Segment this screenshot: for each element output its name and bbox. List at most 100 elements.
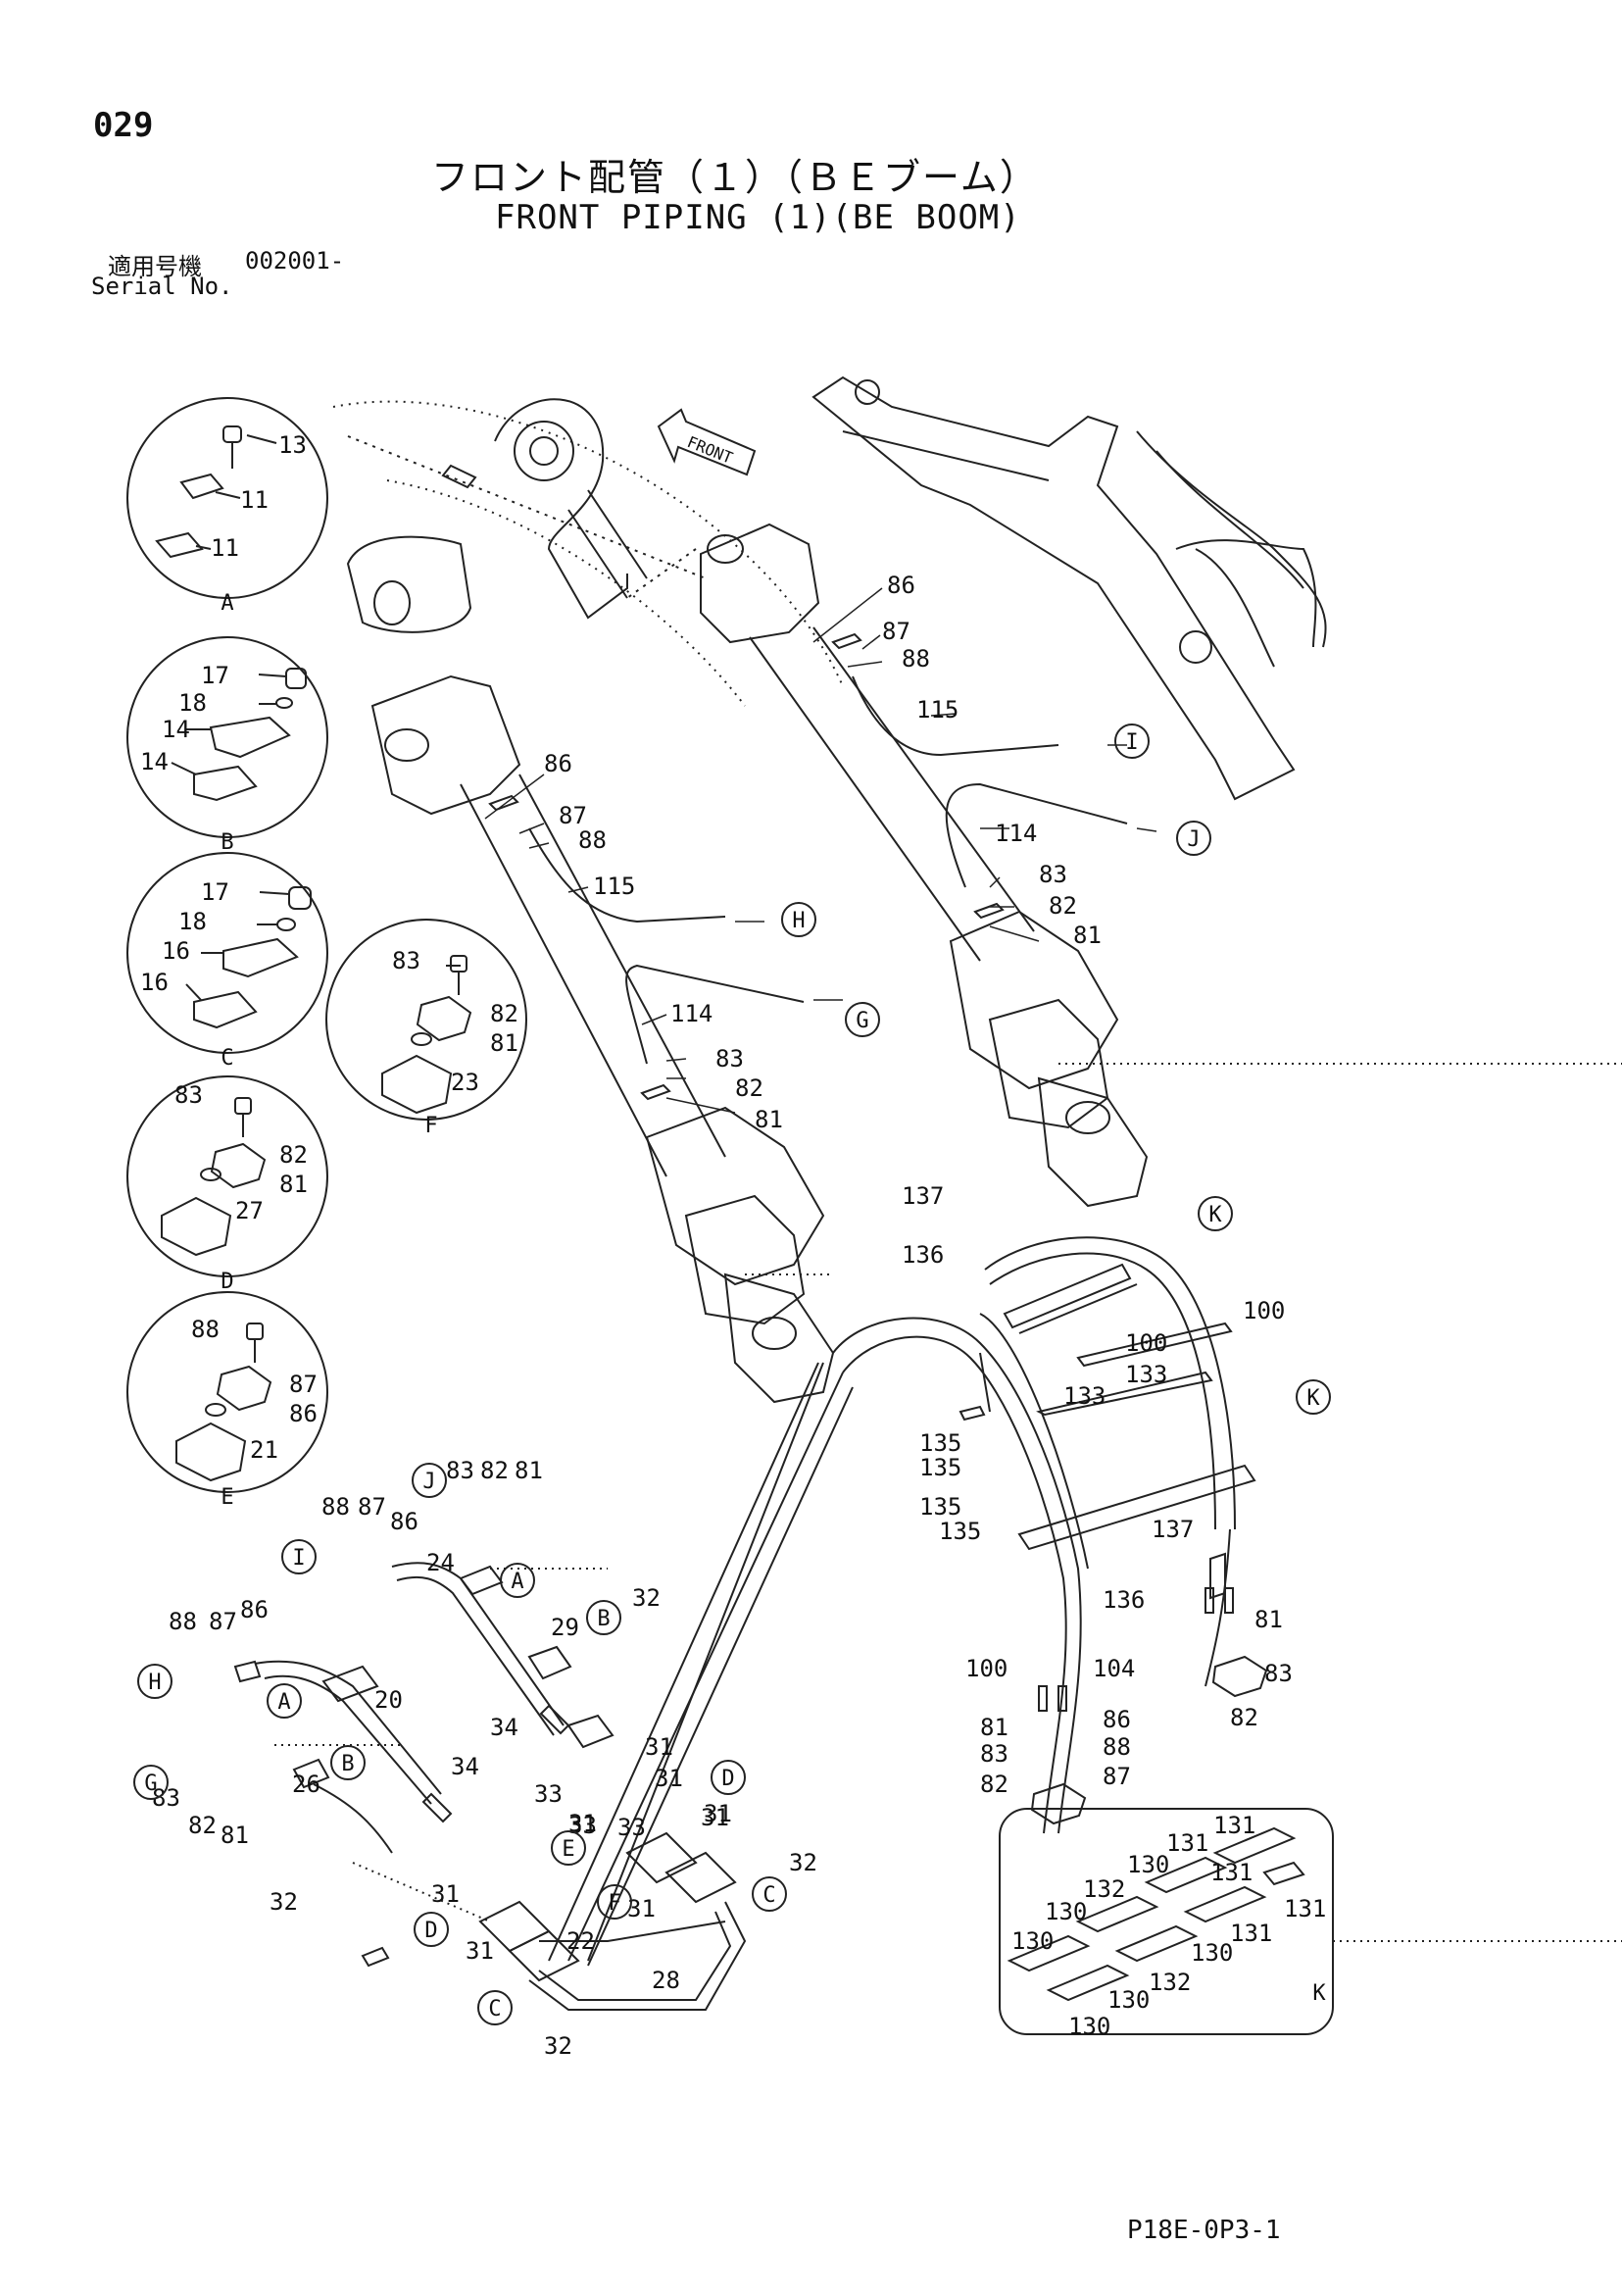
svg-text:17: 17 [201,662,229,689]
front-arrow [657,408,757,476]
svg-text:C: C [221,1046,233,1071]
svg-text:C: C [488,1997,501,2021]
svg-text:E: E [221,1485,233,1510]
svg-text:B: B [597,1607,610,1631]
svg-text:33: 33 [617,1814,646,1841]
svg-text:83: 83 [980,1740,1008,1768]
svg-text:81: 81 [279,1171,308,1198]
svg-text:J: J [1187,827,1200,852]
svg-text:J: J [422,1470,435,1494]
svg-text:33: 33 [568,1812,597,1839]
svg-text:81: 81 [490,1029,518,1057]
svg-text:135: 135 [919,1454,961,1481]
svg-text:34: 34 [490,1714,518,1741]
svg-text:81: 81 [1073,922,1102,949]
svg-text:K: K [1306,1386,1320,1411]
svg-text:81: 81 [221,1822,249,1849]
page-title-english: FRONT PIPING (1)(BE BOOM) [495,198,1021,237]
svg-text:31: 31 [701,1804,729,1831]
svg-text:21: 21 [250,1436,278,1464]
detail-circle-e [126,1291,328,1493]
svg-text:81: 81 [980,1714,1008,1741]
svg-text:131: 131 [1230,1920,1272,1947]
svg-text:17: 17 [201,878,229,906]
svg-text:115: 115 [916,696,958,724]
svg-text:D: D [221,1270,233,1294]
svg-text:130: 130 [1127,1851,1169,1878]
svg-text:82: 82 [1230,1704,1258,1731]
svg-text:100: 100 [1243,1297,1285,1324]
svg-text:83: 83 [174,1081,203,1109]
svg-text:K: K [1208,1203,1222,1227]
svg-text:136: 136 [902,1241,944,1269]
svg-text:88: 88 [321,1493,350,1521]
svg-text:83: 83 [446,1457,474,1484]
svg-text:F: F [608,1891,620,1916]
svg-text:87: 87 [289,1371,318,1398]
svg-text:29: 29 [551,1614,579,1641]
svg-text:C: C [762,1883,775,1908]
svg-text:28: 28 [652,1967,680,1994]
front-label: FRONT [685,432,736,468]
svg-text:34: 34 [451,1753,479,1780]
svg-text:137: 137 [902,1182,944,1210]
svg-text:87: 87 [1103,1763,1131,1790]
svg-text:20: 20 [374,1686,403,1714]
svg-text:83: 83 [392,947,420,974]
svg-text:82: 82 [735,1074,763,1102]
serial-number: 002001- [245,247,345,275]
svg-text:81: 81 [515,1457,543,1484]
svg-text:A: A [277,1690,290,1715]
svg-text:H: H [792,909,805,933]
svg-text:86: 86 [1103,1706,1131,1733]
svg-text:82: 82 [480,1457,509,1484]
svg-text:87: 87 [209,1608,237,1635]
leader-lines [484,587,1157,1114]
svg-text:130: 130 [1191,1939,1233,1967]
svg-text:132: 132 [1149,1969,1191,1996]
svg-text:130: 130 [1068,2013,1110,2040]
svg-text:32: 32 [270,1888,298,1916]
svg-text:130: 130 [1107,1986,1150,2014]
svg-text:86: 86 [289,1400,318,1427]
svg-text:114: 114 [995,820,1037,847]
svg-text:33: 33 [534,1780,563,1808]
svg-text:82: 82 [188,1812,217,1839]
page-title-japanese: フロント配管（１）（ＢＥブーム） [431,156,1039,199]
svg-text:131: 131 [1284,1895,1326,1922]
svg-text:I: I [1125,730,1138,755]
svg-text:83: 83 [1039,861,1067,888]
svg-text:27: 27 [235,1197,264,1224]
svg-text:D: D [424,1919,437,1943]
svg-text:22: 22 [566,1927,595,1955]
svg-text:86: 86 [240,1596,269,1623]
svg-text:86: 86 [390,1508,418,1535]
svg-text:104: 104 [1093,1655,1135,1682]
svg-text:135: 135 [919,1493,961,1521]
serial-label-japanese: 適用号機 [108,253,202,280]
svg-text:88: 88 [578,826,607,854]
svg-text:11: 11 [240,486,269,514]
footer-code: P18E-0P3-1 [1127,2216,1281,2245]
svg-text:D: D [721,1767,734,1791]
svg-text:F: F [424,1114,437,1138]
svg-text:135: 135 [939,1518,981,1545]
svg-text:133: 133 [1125,1361,1167,1388]
svg-text:31: 31 [466,1937,494,1965]
svg-text:100: 100 [1125,1329,1167,1357]
svg-text:31: 31 [704,1800,732,1827]
svg-text:133: 133 [1063,1382,1106,1410]
svg-text:88: 88 [191,1316,220,1343]
svg-text:132: 132 [1083,1875,1125,1903]
svg-text:32: 32 [632,1584,661,1612]
connection-marker-letters: IJ HG KK JI HG AB AB DE FD CC ABC DEF K [144,591,1326,2021]
svg-text:131: 131 [1213,1812,1255,1839]
svg-text:88: 88 [902,645,930,673]
svg-text:K: K [1312,1981,1326,2006]
svg-text:16: 16 [162,937,190,965]
svg-text:131: 131 [1166,1829,1208,1857]
svg-text:B: B [341,1752,354,1776]
svg-text:83: 83 [1264,1660,1293,1687]
detail-circle-a [126,397,328,599]
svg-text:26: 26 [292,1771,320,1798]
